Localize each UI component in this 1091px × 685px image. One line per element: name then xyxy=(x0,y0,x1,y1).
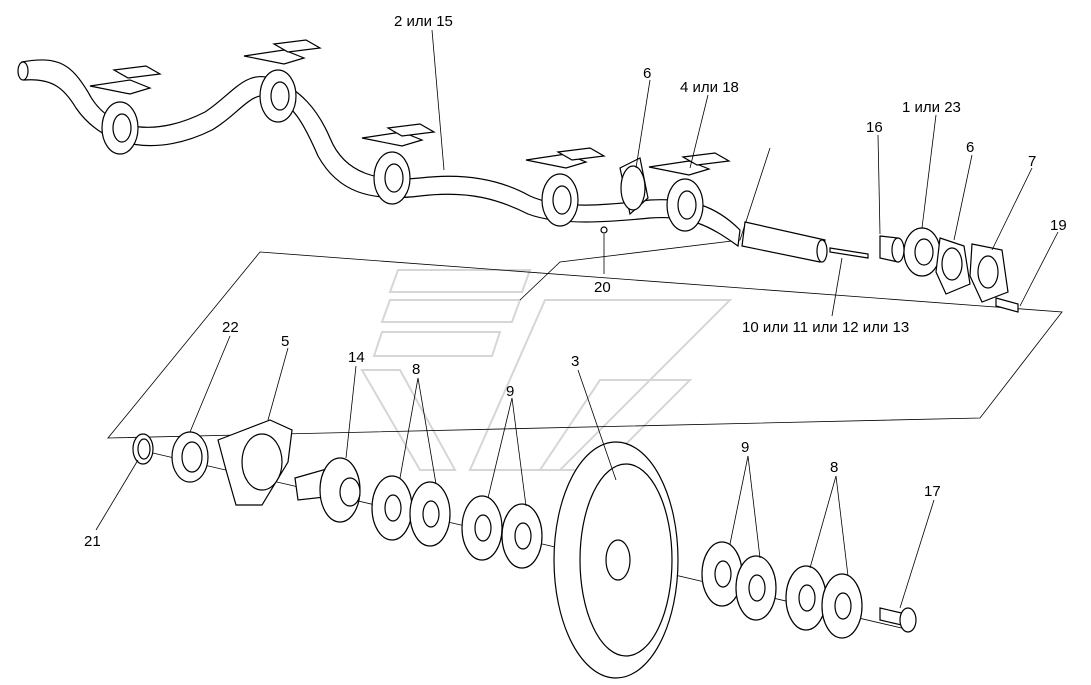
lower-assembly-parts xyxy=(132,419,917,679)
callout-2-or-15: 2 или 15 xyxy=(394,13,453,30)
callout-22: 22 xyxy=(222,319,239,336)
callout-19: 19 xyxy=(1050,217,1067,234)
callout-3: 3 xyxy=(571,353,579,370)
callout-9-right: 9 xyxy=(741,439,749,456)
upper-right-parts xyxy=(600,157,1019,313)
callout-8-right: 8 xyxy=(830,459,838,476)
callout-labels: 2 или 15 6 4 или 18 16 1 или 23 6 7 19 2… xyxy=(84,13,1067,550)
lower-assembly-plane xyxy=(107,251,1063,439)
callout-14: 14 xyxy=(348,349,365,366)
tube-flange-brackets xyxy=(89,39,731,232)
upper-assembly-line xyxy=(519,147,771,301)
callout-21: 21 xyxy=(84,533,101,550)
callout-16: 16 xyxy=(866,119,883,136)
leader-lines xyxy=(95,29,1059,609)
callout-7: 7 xyxy=(1028,153,1036,170)
callout-20: 20 xyxy=(594,279,611,296)
callout-17: 17 xyxy=(924,483,941,500)
callout-6-right: 6 xyxy=(966,139,974,156)
callout-8-left: 8 xyxy=(412,361,420,378)
callout-1-or-23: 1 или 23 xyxy=(902,99,961,116)
wavy-axle-tube xyxy=(17,59,741,248)
callout-10-11-12-13: 10 или 11 или 12 или 13 xyxy=(742,319,909,336)
callout-6-upper: 6 xyxy=(643,65,651,82)
callout-9-left: 9 xyxy=(506,383,514,400)
callout-5: 5 xyxy=(281,333,289,350)
callout-4-or-18: 4 или 18 xyxy=(680,79,739,96)
